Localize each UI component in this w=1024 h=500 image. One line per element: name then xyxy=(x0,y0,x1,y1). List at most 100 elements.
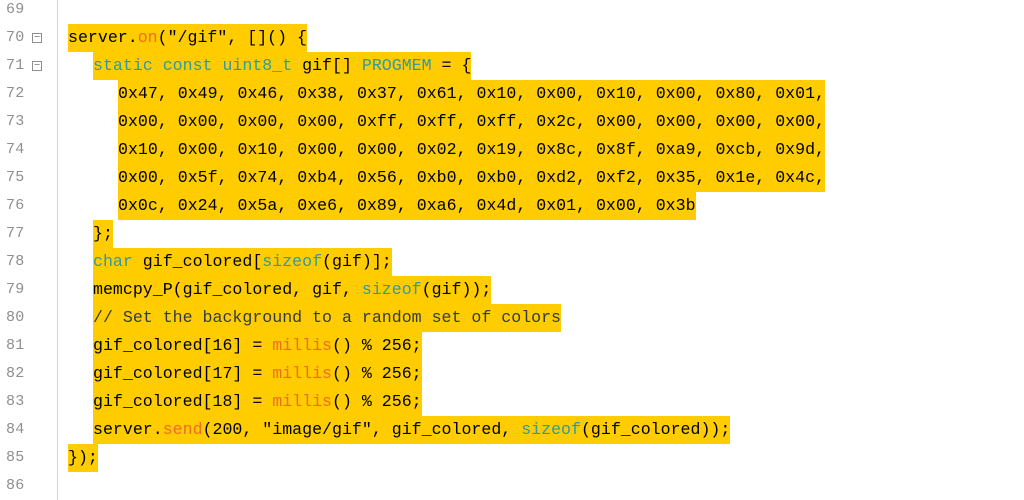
code-token: millis xyxy=(272,336,332,355)
line-gutter: 73 xyxy=(0,108,58,136)
code-text: memcpy_P(gif_colored, gif, sizeof(gif)); xyxy=(93,276,492,304)
code-token: (gif)); xyxy=(421,280,492,299)
code-line[interactable]: 81 gif_colored[16] = millis() % 256; xyxy=(0,332,1024,360)
code-text: 0x0c, 0x24, 0x5a, 0xe6, 0x89, 0xa6, 0x4d… xyxy=(118,192,696,220)
code-token: 0x00, 0x5f, 0x74, 0xb4, 0x56, 0xb0, 0xb0… xyxy=(118,168,826,187)
code-token: server. xyxy=(93,420,163,439)
line-gutter: 86 xyxy=(0,472,58,500)
code-text: static const uint8_t gif[] PROGMEM = { xyxy=(93,52,472,80)
code-token: static const uint8_t xyxy=(93,56,303,75)
code-line[interactable]: 76 0x0c, 0x24, 0x5a, 0xe6, 0x89, 0xa6, 0x… xyxy=(0,192,1024,220)
code-line[interactable]: 77}; xyxy=(0,220,1024,248)
line-number: 85 xyxy=(6,449,25,466)
code-text: char gif_colored[sizeof(gif)]; xyxy=(93,248,392,276)
code-line[interactable]: 86 xyxy=(0,472,1024,500)
line-gutter: 70 xyxy=(0,24,58,52)
code-text: }; xyxy=(93,220,113,248)
fold-collapse-icon[interactable] xyxy=(32,61,42,71)
code-text: 0x47, 0x49, 0x46, 0x38, 0x37, 0x61, 0x10… xyxy=(118,80,826,108)
line-number: 73 xyxy=(6,113,25,130)
code-text: 0x00, 0x00, 0x00, 0x00, 0xff, 0xff, 0xff… xyxy=(118,108,826,136)
code-token: () % 256; xyxy=(332,364,422,383)
line-number: 82 xyxy=(6,365,25,382)
code-token: gif_colored[17] = xyxy=(93,364,273,383)
code-token: memcpy_P(gif_colored, gif, xyxy=(93,280,362,299)
line-number: 84 xyxy=(6,421,25,438)
code-token: char xyxy=(93,252,143,271)
line-number: 81 xyxy=(6,337,25,354)
code-line[interactable]: 70 server.on("/gif", []() { xyxy=(0,24,1024,52)
fold-collapse-icon[interactable] xyxy=(32,33,42,43)
code-line[interactable]: 80 // Set the background to a random set … xyxy=(0,304,1024,332)
line-number: 74 xyxy=(6,141,25,158)
line-gutter: 74 xyxy=(0,136,58,164)
code-token: millis xyxy=(272,364,332,383)
line-gutter: 77 xyxy=(0,220,58,248)
code-token: 0x47, 0x49, 0x46, 0x38, 0x37, 0x61, 0x10… xyxy=(118,84,826,103)
line-number: 80 xyxy=(6,309,25,326)
code-line[interactable]: 79 memcpy_P(gif_colored, gif, sizeof(gif)… xyxy=(0,276,1024,304)
code-text: server.send(200, "image/gif", gif_colore… xyxy=(93,416,731,444)
line-gutter: 78 xyxy=(0,248,58,276)
code-token: send xyxy=(162,420,203,439)
line-gutter: 82 xyxy=(0,360,58,388)
line-number: 71 xyxy=(6,57,25,74)
code-line[interactable]: 71 static const uint8_t gif[] PROGMEM = { xyxy=(0,52,1024,80)
code-token: 0x0c, 0x24, 0x5a, 0xe6, 0x89, 0xa6, 0x4d… xyxy=(118,196,696,215)
code-text: gif_colored[17] = millis() % 256; xyxy=(93,360,422,388)
code-line[interactable]: 75 0x00, 0x5f, 0x74, 0xb4, 0x56, 0xb0, 0x… xyxy=(0,164,1024,192)
code-token: on xyxy=(137,28,158,47)
code-text: // Set the background to a random set of… xyxy=(93,304,562,332)
code-line[interactable]: 73 0x00, 0x00, 0x00, 0x00, 0xff, 0xff, 0x… xyxy=(0,108,1024,136)
line-number: 76 xyxy=(6,197,25,214)
line-gutter: 72 xyxy=(0,80,58,108)
code-token: 0x10, 0x00, 0x10, 0x00, 0x00, 0x02, 0x19… xyxy=(118,140,826,159)
code-token: server. xyxy=(68,28,138,47)
code-token: sizeof xyxy=(521,420,581,439)
line-gutter: 81 xyxy=(0,332,58,360)
code-token: gif_colored[16] = xyxy=(93,336,273,355)
line-gutter: 80 xyxy=(0,304,58,332)
line-number: 70 xyxy=(6,29,25,46)
code-text: 0x10, 0x00, 0x10, 0x00, 0x00, 0x02, 0x19… xyxy=(118,136,826,164)
code-text: server.on("/gif", []() { xyxy=(68,24,308,52)
code-token: }; xyxy=(93,224,113,243)
line-number: 78 xyxy=(6,253,25,270)
line-number: 72 xyxy=(6,85,25,102)
code-token: (gif)]; xyxy=(322,252,392,271)
code-token: gif_colored[ xyxy=(142,252,263,271)
line-gutter: 85 xyxy=(0,444,58,472)
line-gutter: 71 xyxy=(0,52,58,80)
line-number: 79 xyxy=(6,281,25,298)
code-line[interactable]: 78 char gif_colored[sizeof(gif)]; xyxy=(0,248,1024,276)
line-gutter: 76 xyxy=(0,192,58,220)
code-token: PROGMEM xyxy=(361,56,432,75)
line-gutter: 75 xyxy=(0,164,58,192)
line-number: 86 xyxy=(6,477,25,494)
code-token: (gif_colored)); xyxy=(580,420,731,439)
line-gutter: 83 xyxy=(0,388,58,416)
code-token: () % 256; xyxy=(332,336,422,355)
line-number: 77 xyxy=(6,225,25,242)
code-line[interactable]: 83 gif_colored[18] = millis() % 256; xyxy=(0,388,1024,416)
code-token: }); xyxy=(68,448,98,467)
code-line[interactable]: 74 0x10, 0x00, 0x10, 0x00, 0x00, 0x02, 0x… xyxy=(0,136,1024,164)
code-token: (200, "image/gif", gif_colored, xyxy=(202,420,522,439)
line-number: 75 xyxy=(6,169,25,186)
code-line[interactable]: 85}); xyxy=(0,444,1024,472)
line-gutter: 69 xyxy=(0,0,58,24)
code-line[interactable]: 69 xyxy=(0,0,1024,24)
code-token: gif_colored[18] = xyxy=(93,392,273,411)
line-number: 69 xyxy=(6,1,25,18)
code-text: }); xyxy=(68,444,98,472)
code-token: ("/gif", []() { xyxy=(157,28,308,47)
code-token: () % 256; xyxy=(332,392,422,411)
code-text: gif_colored[18] = millis() % 256; xyxy=(93,388,422,416)
code-line[interactable]: 72 0x47, 0x49, 0x46, 0x38, 0x37, 0x61, 0x… xyxy=(0,80,1024,108)
code-token: sizeof xyxy=(262,252,323,271)
code-line[interactable]: 82 gif_colored[17] = millis() % 256; xyxy=(0,360,1024,388)
line-gutter: 84 xyxy=(0,416,58,444)
line-number: 83 xyxy=(6,393,25,410)
code-line[interactable]: 84 server.send(200, "image/gif", gif_colo… xyxy=(0,416,1024,444)
